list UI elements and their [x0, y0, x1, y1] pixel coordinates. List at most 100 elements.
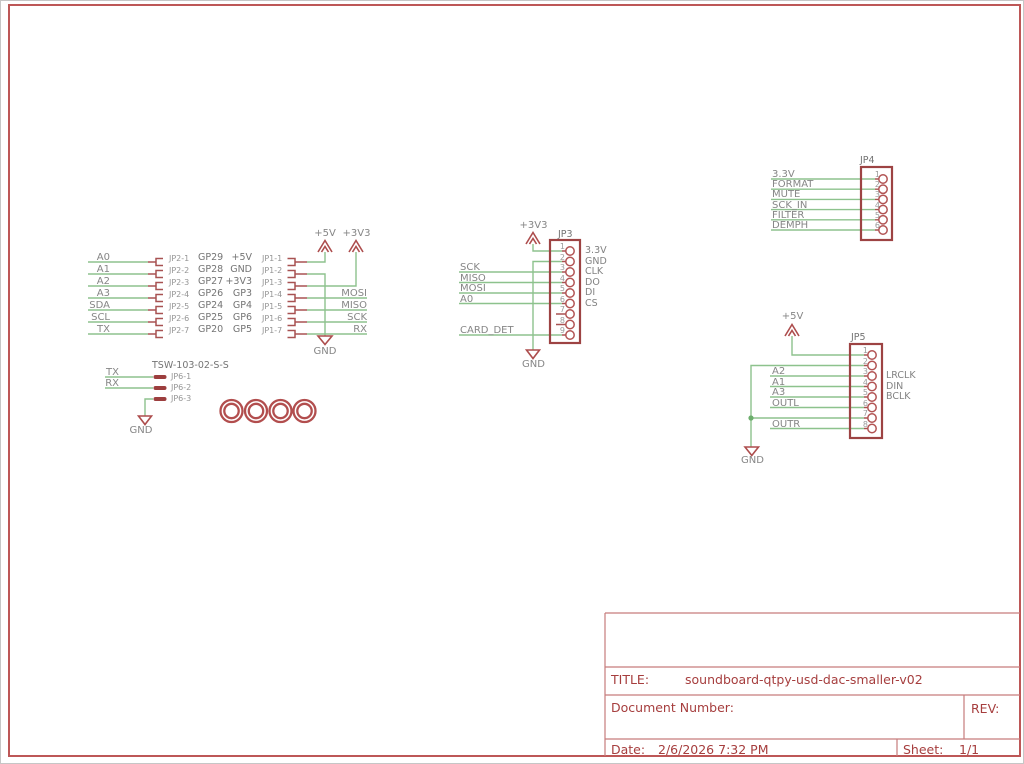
connector-name: JP4 [860, 155, 875, 166]
jp4-pin-circles [878, 174, 888, 235]
power-3v3-arrow-icon [348, 238, 364, 253]
power-label-5v: +5V [314, 228, 336, 239]
net-label: SCK_IN [772, 199, 808, 211]
header-jp1-jp2-graphics [88, 238, 367, 346]
pin-number: 3 [862, 367, 868, 376]
gnd-symbol-icon [524, 349, 542, 360]
net-label: MISO [341, 300, 367, 311]
power-label-3v3: +3V3 [519, 220, 548, 231]
pin-label: JP6-2 [171, 383, 192, 392]
gnd-label: GND [522, 359, 545, 370]
mounting-holes [219, 398, 317, 424]
date-value: 2/6/2026 7:32 PM [658, 742, 769, 757]
gnd-symbol-icon [136, 415, 154, 426]
gnd-symbol-icon [743, 446, 761, 457]
date-label: Date: [611, 742, 646, 757]
pin-number: 5 [559, 284, 565, 293]
net-label: OUTL [772, 397, 799, 409]
net-label: A0 [460, 293, 474, 305]
jp6-graphics [105, 375, 167, 426]
jp4-body [859, 165, 894, 242]
pin-label: JP2-3 [169, 278, 190, 287]
pin-label: JP1-3 [262, 278, 283, 287]
net-label: TX [106, 367, 119, 378]
net-label: A2 [96, 276, 110, 287]
pin-number: 2 [862, 356, 868, 366]
net-label: A3 [96, 288, 110, 299]
pin-label: JP2-6 [169, 314, 190, 323]
pin-number: 6 [862, 398, 868, 408]
net-label: DEMPH [772, 220, 809, 231]
gpio-name: GP28 [198, 264, 224, 275]
net-label: RX [105, 378, 119, 389]
pin-number: 1 [862, 346, 868, 355]
gpio-name: GP27 [198, 276, 224, 287]
sheet-label: Sheet: [903, 742, 944, 757]
pin-number: 1 [559, 242, 565, 251]
gnd-label: GND [741, 455, 764, 466]
net-label: MOSI [341, 288, 367, 299]
pin-function-label: GND [585, 255, 607, 267]
gpio-name: GP5 [232, 324, 252, 335]
pin-number: 7 [559, 305, 565, 314]
pin-label: JP1-1 [262, 254, 283, 263]
pin-label: JP1-2 [262, 266, 283, 275]
jp5-pin-circles [867, 350, 877, 434]
jp3-body [548, 238, 582, 345]
gpio-name: GP20 [198, 324, 224, 335]
net-label: MOSI [460, 283, 486, 294]
title-block-lines [604, 612, 1020, 756]
connector-name: JP5 [851, 332, 866, 343]
net-label: 3.3V [772, 169, 795, 180]
net-label: A3 [772, 387, 786, 398]
junction-dot [748, 415, 754, 421]
gpio-name: GND [230, 264, 252, 275]
jp5-graphics [743, 322, 884, 457]
gnd-symbol-icon [316, 335, 334, 346]
pin-number: 7 [862, 409, 868, 418]
net-label: RX [353, 324, 367, 335]
jp6-pins [153, 375, 167, 401]
jp5-body [848, 342, 884, 440]
pin-number: 6 [874, 221, 880, 230]
pin-label: JP6-3 [171, 394, 192, 403]
pin-label: JP2-7 [169, 326, 190, 335]
gpio-name: +3V3 [225, 276, 252, 287]
pin-label: JP1-5 [262, 302, 283, 311]
net-label: SCK [347, 312, 367, 323]
net-label: OUTR [772, 418, 801, 430]
pin-function-label: CS [585, 297, 598, 309]
gpio-name: GP4 [232, 300, 252, 311]
pin-label: JP1-4 [262, 290, 283, 299]
pin-label: JP1-7 [262, 326, 283, 335]
power-label-3v3: +3V3 [342, 228, 371, 239]
pin-function-label: DIN [886, 380, 904, 392]
net-label: SCL [91, 312, 110, 323]
net-label: SDA [89, 300, 110, 311]
gpio-name: GP29 [198, 252, 224, 263]
pin-number: 3 [874, 190, 880, 200]
pin-number: 4 [559, 273, 565, 283]
pin-label: JP1-6 [262, 314, 283, 323]
title-label: TITLE: [611, 672, 650, 687]
pin-number: 8 [862, 419, 868, 429]
sheet-frame [8, 4, 1021, 757]
pin-number: 5 [862, 388, 868, 397]
gpio-name: GP3 [232, 288, 252, 299]
pin-number: 4 [862, 377, 868, 387]
pin-number: 5 [874, 210, 880, 220]
gpio-name: GP25 [198, 312, 224, 323]
power-label-5v: +5V [781, 311, 804, 322]
net-label: MISO [460, 272, 486, 284]
schematic-title: soundboard-qtpy-usd-dac-smaller-v02 [685, 672, 923, 687]
pin-number: 6 [559, 294, 565, 304]
pin-function-label: DO [585, 276, 600, 288]
gpio-name: +5V [231, 252, 252, 263]
pin-number: 1 [874, 170, 880, 179]
pin-label: JP6-1 [171, 372, 192, 381]
power-5v-arrow-icon [784, 322, 800, 337]
part-name: TSW-103-02-S-S [152, 360, 229, 371]
pin-number: 2 [559, 252, 565, 262]
